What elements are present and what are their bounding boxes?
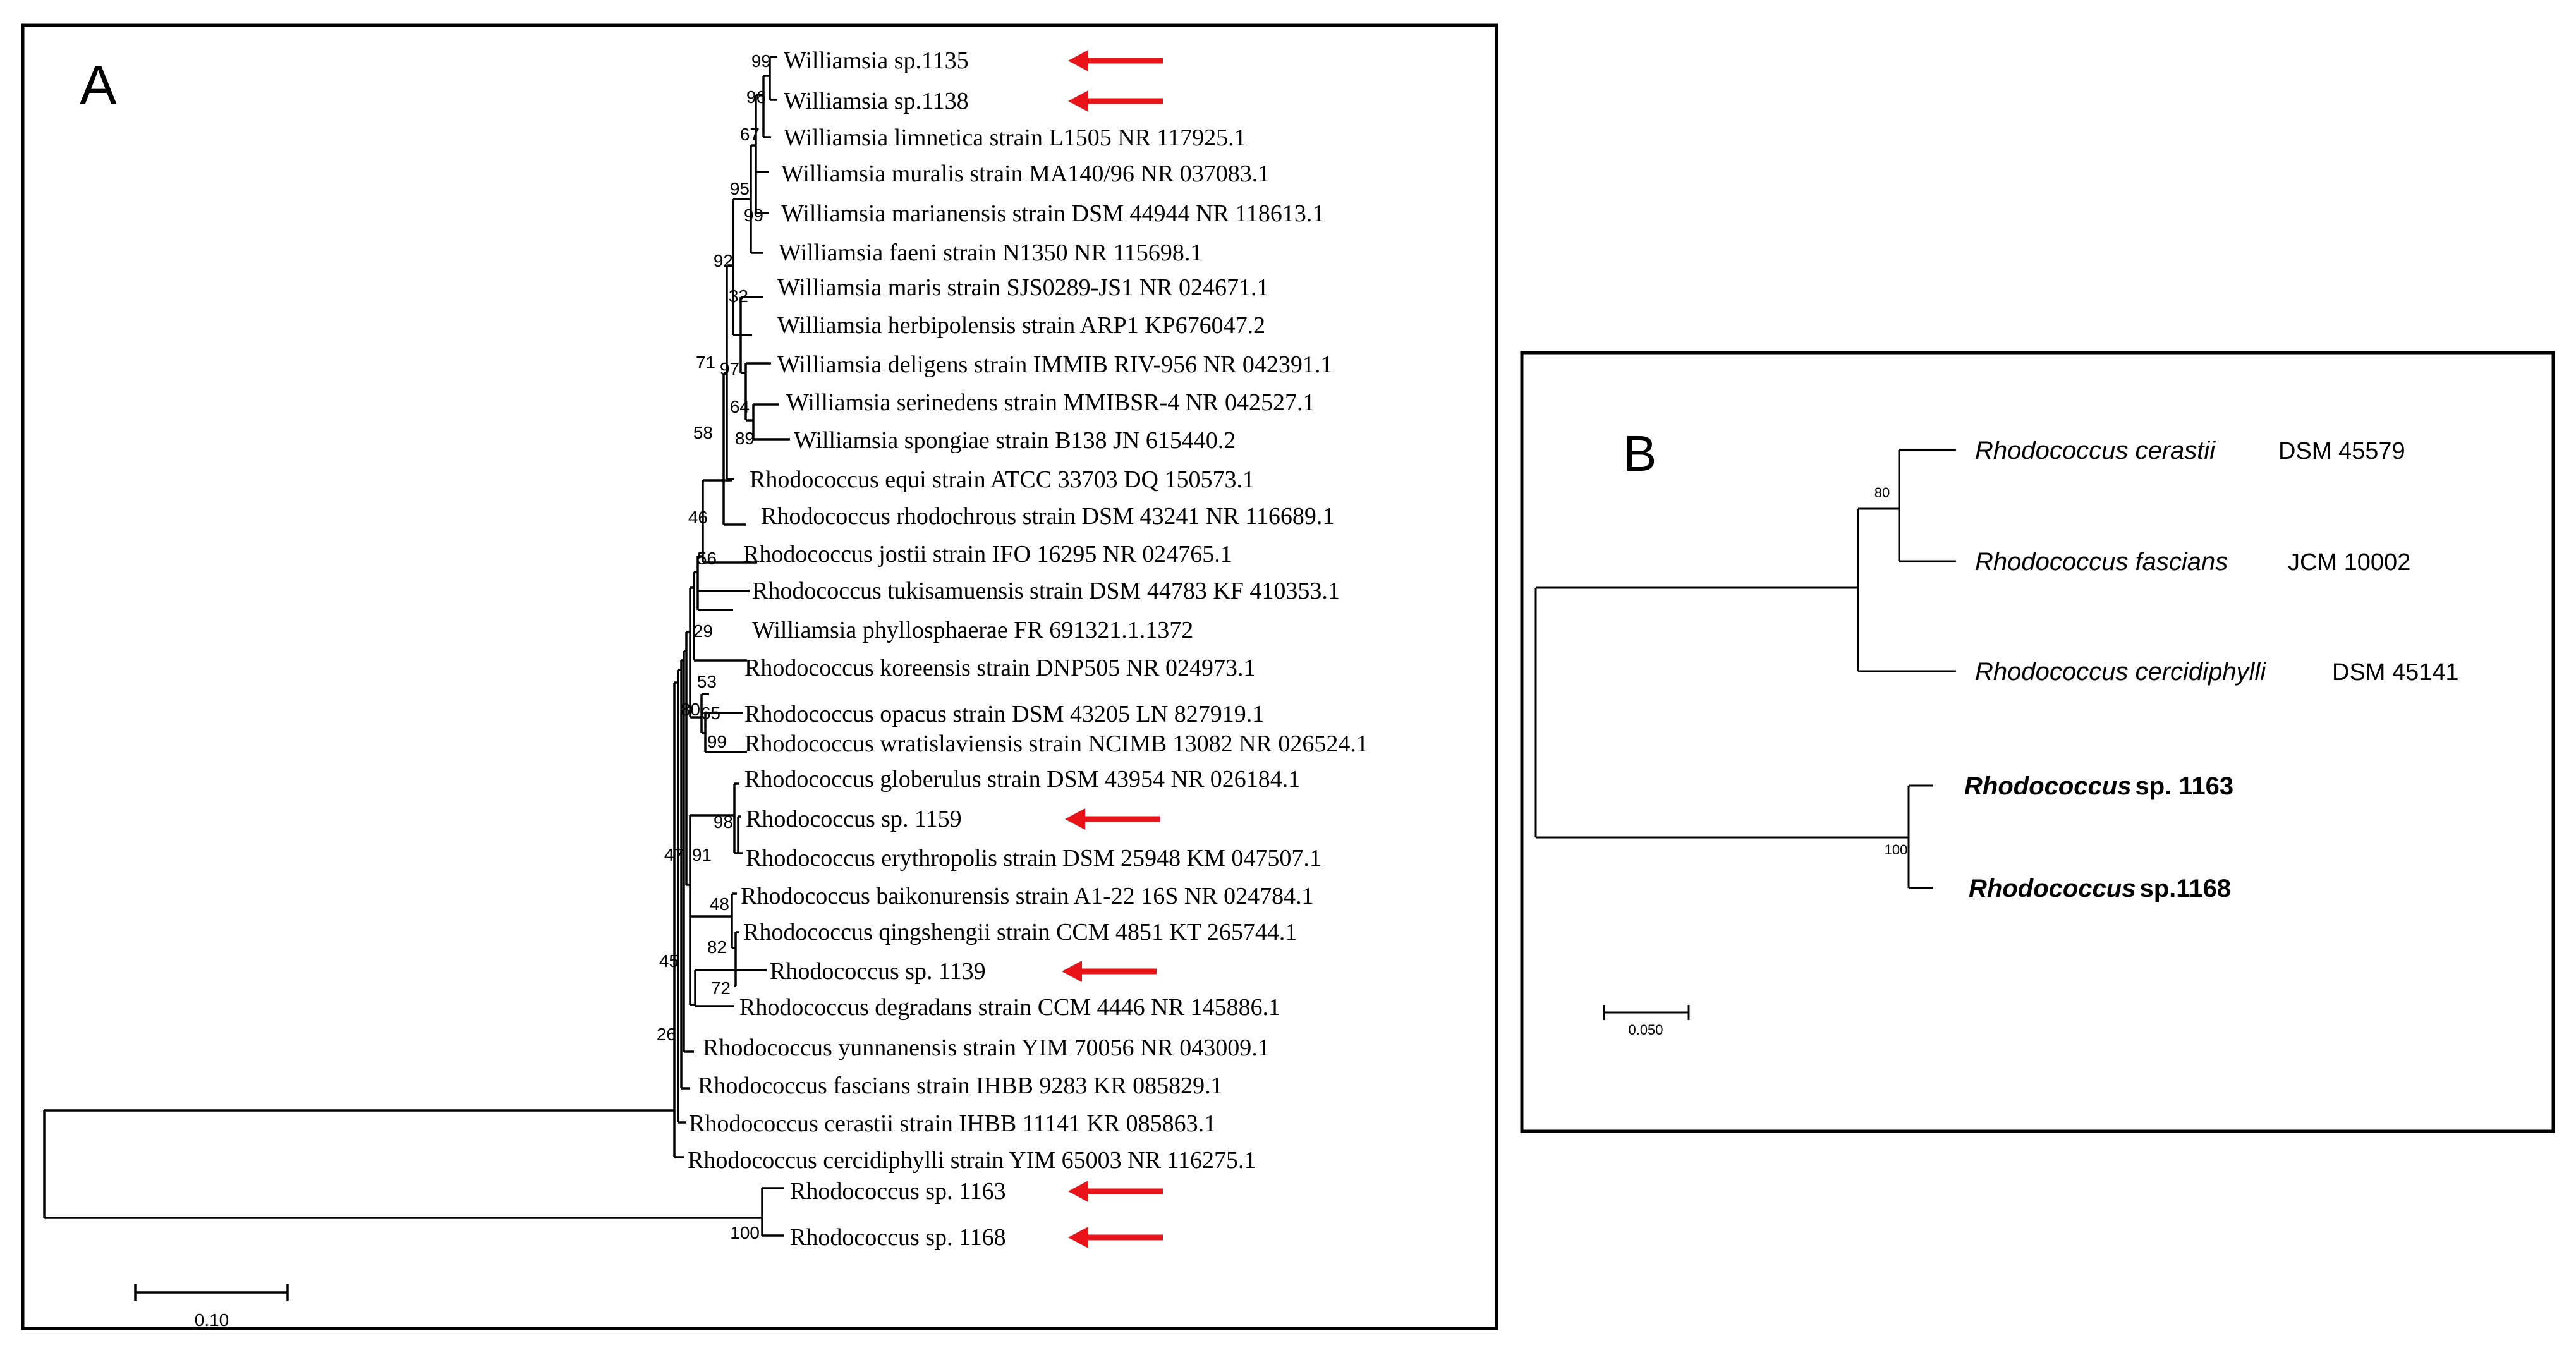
bootstrap-value: 98 xyxy=(714,812,733,832)
bootstrap-value: 71 xyxy=(696,353,715,372)
taxon-label: Rhodococcus equi strain ATCC 33703 DQ 15… xyxy=(750,466,1255,493)
taxon-label: Rhodococcus erythropolis strain DSM 2594… xyxy=(746,845,1321,872)
panel-a-label: A xyxy=(80,54,117,116)
bootstrap-value: 96 xyxy=(746,87,766,107)
bootstrap-value: 53 xyxy=(697,672,717,691)
highlight-arrow xyxy=(1068,1181,1163,1202)
taxon-label: Rhodococcus cerastii strain IHBB 11141 K… xyxy=(689,1110,1216,1137)
bootstrap-value: 92 xyxy=(714,251,733,270)
bootstrap-value: 26 xyxy=(657,1024,676,1044)
bootstrap-value: 46 xyxy=(688,507,708,527)
taxon-label: Rhodococcus qingshengii strain CCM 4851 … xyxy=(743,919,1297,945)
bootstrap-value: 99 xyxy=(744,205,763,225)
taxon-label: Rhodococcus degradans strain CCM 4446 NR… xyxy=(739,994,1280,1021)
bootstrap-value: 99 xyxy=(707,732,727,751)
scale-label-a: 0.10 xyxy=(195,1310,229,1330)
taxon-label: Williamsia limnetica strain L1505 NR 117… xyxy=(784,125,1246,151)
bootstrap-value: 64 xyxy=(730,397,750,416)
bootstrap-value: 95 xyxy=(730,179,750,198)
taxon-label: Rhodococcus jostii strain IFO 16295 NR 0… xyxy=(743,541,1232,568)
taxon-label: Rhodococcus sp. 1139 xyxy=(770,958,986,985)
bootstrap-value: 72 xyxy=(711,978,731,998)
taxon-label: Williamsia maris strain SJS0289-JS1 NR 0… xyxy=(777,274,1268,301)
bootstrap-value: 100 xyxy=(1885,842,1908,858)
bootstrap-value: 97 xyxy=(720,359,739,379)
panel-a-frame xyxy=(21,23,1498,1330)
taxon-label: Williamsia marianensis strain DSM 44944 … xyxy=(781,200,1324,227)
scale-label-b: 0.050 xyxy=(1628,1022,1663,1038)
highlight-arrow xyxy=(1068,50,1163,71)
bootstrap-value: 29 xyxy=(693,621,713,641)
taxon-label: Rhodococcus opacus strain DSM 43205 LN 8… xyxy=(744,701,1264,727)
bootstrap-value: 99 xyxy=(751,51,771,71)
taxon-label: Rhodococcus cercidiphylli strain YIM 650… xyxy=(688,1147,1256,1174)
taxon-label: Rhodococcus tukisamuensis strain DSM 447… xyxy=(752,578,1340,604)
tree-b-bootstrap-values: 80 100 xyxy=(1874,485,1908,858)
tree-b-branches xyxy=(1534,449,1956,889)
bootstrap-value: 91 xyxy=(692,845,712,865)
taxon-label: Williamsia sp.1135 xyxy=(784,47,969,74)
panel-b-frame xyxy=(1520,351,2555,1133)
taxon-label: Rhodococcus sp. 1159 xyxy=(746,806,962,832)
bootstrap-value: 89 xyxy=(735,428,755,448)
taxon-label: Rhodococcus fascians strain IHBB 9283 KR… xyxy=(698,1072,1223,1099)
bootstrap-value: 67 xyxy=(740,125,760,144)
taxon-label: Rhodococcus wratislaviensis strain NCIMB… xyxy=(744,731,1368,757)
taxon-label: Williamsia muralis strain MA140/96 NR 03… xyxy=(781,161,1270,187)
taxon-label: Williamsia deligens strain IMMIB RIV-956… xyxy=(777,351,1332,378)
taxon-label: Rhodococcus rhodochrous strain DSM 43241… xyxy=(761,503,1334,530)
taxon-label: Rhodococcus sp. 1163 xyxy=(790,1178,1006,1205)
taxon-label: Rhodococcus cerastii xyxy=(1975,437,2216,465)
bootstrap-value: 58 xyxy=(693,423,713,442)
strain-label: DSM 45579 xyxy=(2278,438,2405,465)
tree-a-branches xyxy=(43,56,790,1237)
highlight-arrow xyxy=(1065,808,1160,830)
bootstrap-value: 48 xyxy=(710,894,729,914)
taxon-label: Rhodococcus sp. 1168 xyxy=(790,1224,1006,1251)
taxon-label: Rhodococcus koreensis strain DNP505 NR 0… xyxy=(744,655,1255,681)
taxon-label: Rhodococcus globerulus strain DSM 43954 … xyxy=(744,766,1300,793)
bootstrap-value: 32 xyxy=(729,286,748,306)
taxon-label: Williamsia spongiae strain B138 JN 61544… xyxy=(794,427,1236,454)
bootstrap-value: 45 xyxy=(659,951,679,971)
scale-bar-b xyxy=(1603,1005,1690,1020)
taxon-label: Rhodococcus baikonurensis strain A1-22 1… xyxy=(741,883,1314,909)
scale-bar-a xyxy=(134,1284,289,1301)
taxon-label: Rhodococcus yunnanensis strain YIM 70056… xyxy=(703,1035,1270,1061)
taxon-label: Williamsia faeni strain N1350 NR 115698.… xyxy=(779,240,1202,266)
taxon-label: Rhodococcus cercidiphylli xyxy=(1975,658,2266,686)
highlight-arrow xyxy=(1062,961,1157,982)
bootstrap-value: 65 xyxy=(701,703,720,723)
tree-a-bootstrap-values: 99 96 67 95 99 92 32 97 71 64 89 58 46 56 29 80 53 65 99 98… xyxy=(657,51,771,1243)
panel-b-label: B xyxy=(1623,425,1656,482)
taxon-label: Rhodococcus fascians xyxy=(1975,548,2228,576)
taxon-label: Williamsia sp.1138 xyxy=(784,88,969,114)
bootstrap-value: 47 xyxy=(664,845,684,865)
tree-a-arrows xyxy=(1062,50,1163,1248)
highlight-arrow xyxy=(1068,90,1163,112)
bootstrap-value: 80 xyxy=(681,700,700,719)
taxon-label: Williamsia phyllosphaerae FR 691321.1.13… xyxy=(752,617,1193,643)
strain-label: JCM 10002 xyxy=(2288,549,2410,576)
highlight-arrow xyxy=(1068,1227,1163,1248)
bootstrap-value: 100 xyxy=(730,1223,760,1243)
bootstrap-value: 56 xyxy=(697,549,717,568)
bootstrap-value: 80 xyxy=(1874,485,1890,501)
strain-label: DSM 45141 xyxy=(2332,659,2459,686)
bootstrap-value: 82 xyxy=(707,937,727,957)
tree-b-labels: Rhodococcus cerastii DSM 45579Rhodococcus… xyxy=(1964,437,2459,902)
taxon-label: Williamsia serinedens strain MMIBSR-4 NR… xyxy=(786,389,1315,416)
taxon-label: Williamsia herbipolensis strain ARP1 KP6… xyxy=(777,312,1265,339)
